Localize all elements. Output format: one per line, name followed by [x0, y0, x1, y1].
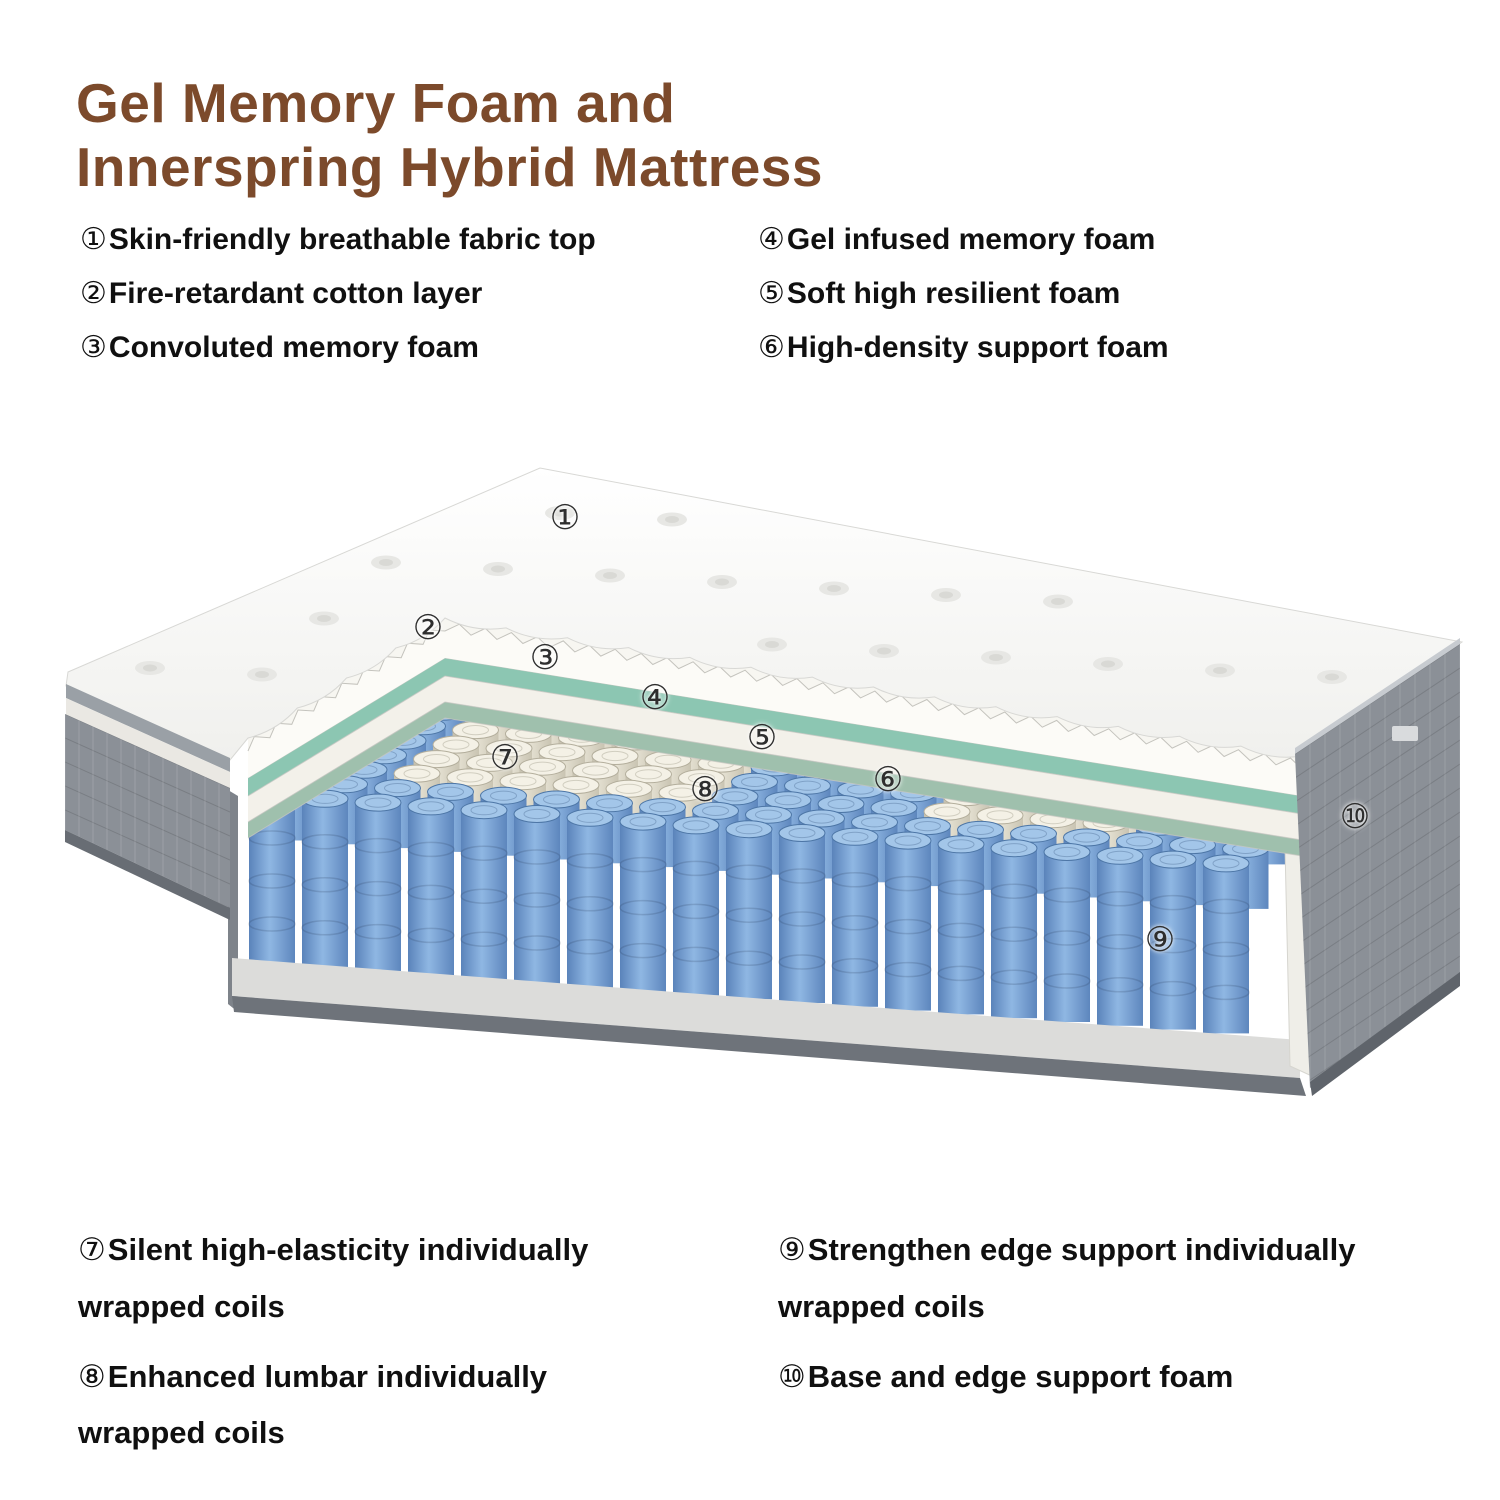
feature-list-top-left: ①Skin-friendly breathable fabric top ②Fi…: [80, 222, 596, 365]
feature-list-bottom-right: ⑨Strengthen edge support individually wr…: [778, 1222, 1433, 1419]
feature-num-1: ①: [80, 222, 107, 257]
feature-text-5: Soft high resilient foam: [786, 277, 1121, 310]
feature-num-3: ③: [80, 330, 107, 365]
feature-text-10: Base and edge support foam: [807, 1358, 1234, 1394]
page-title-line2: Innerspring Hybrid Mattress: [76, 135, 823, 198]
pillow-top: [65, 467, 1464, 761]
feature-text-4: Gel infused memory foam: [786, 223, 1156, 256]
feature-num-9: ⑨: [778, 1232, 806, 1268]
feature-text-9: Strengthen edge support individually wra…: [778, 1232, 1356, 1324]
feature-item-2: ②Fire-retardant cotton layer: [80, 276, 596, 311]
feature-text-7: Silent high-elasticity individually wrap…: [78, 1232, 589, 1324]
feature-item-1: ①Skin-friendly breathable fabric top: [80, 222, 596, 257]
feature-item-3: ③Convoluted memory foam: [80, 330, 596, 365]
feature-item-10: ⑩Base and edge support foam: [778, 1349, 1433, 1406]
brand-tag: [1392, 726, 1418, 741]
layer-stack: [247, 618, 1303, 857]
feature-num-10: ⑩: [778, 1358, 806, 1395]
feature-text-1: Skin-friendly breathable fabric top: [108, 223, 596, 256]
feature-item-9: ⑨Strengthen edge support individually wr…: [778, 1222, 1433, 1335]
right-side-panel: [1295, 638, 1460, 1096]
feature-text-3: Convoluted memory foam: [108, 331, 479, 364]
feature-item-7: ⑦Silent high-elasticity individually wra…: [78, 1222, 653, 1335]
base-slab: [228, 790, 1306, 1096]
feature-num-5: ⑤: [758, 276, 785, 311]
feature-num-8: ⑧: [78, 1358, 106, 1395]
page-title-line1: Gel Memory Foam and: [76, 72, 676, 134]
feature-item-8: ⑧Enhanced lumbar individually wrapped co…: [78, 1349, 653, 1462]
left-side-panel: [65, 684, 230, 920]
feature-num-6: ⑥: [758, 330, 785, 365]
feature-num-2: ②: [80, 276, 107, 311]
feature-list-top-right: ④Gel infused memory foam ⑤Soft high resi…: [758, 222, 1169, 365]
feature-item-4: ④Gel infused memory foam: [758, 222, 1169, 257]
feature-item-6: ⑥High-density support foam: [758, 330, 1169, 365]
feature-text-6: High-density support foam: [786, 331, 1169, 364]
feature-list-bottom-left: ⑦Silent high-elasticity individually wra…: [78, 1222, 653, 1475]
feature-text-2: Fire-retardant cotton layer: [108, 277, 483, 310]
page-title: Gel Memory Foam and Innerspring Hybrid M…: [76, 72, 823, 200]
feature-item-5: ⑤Soft high resilient foam: [758, 276, 1169, 311]
feature-num-7: ⑦: [78, 1232, 106, 1268]
mattress-illustration: [65, 467, 1464, 1096]
feature-text-8: Enhanced lumbar individually wrapped coi…: [78, 1358, 548, 1451]
feature-num-4: ④: [758, 222, 785, 257]
